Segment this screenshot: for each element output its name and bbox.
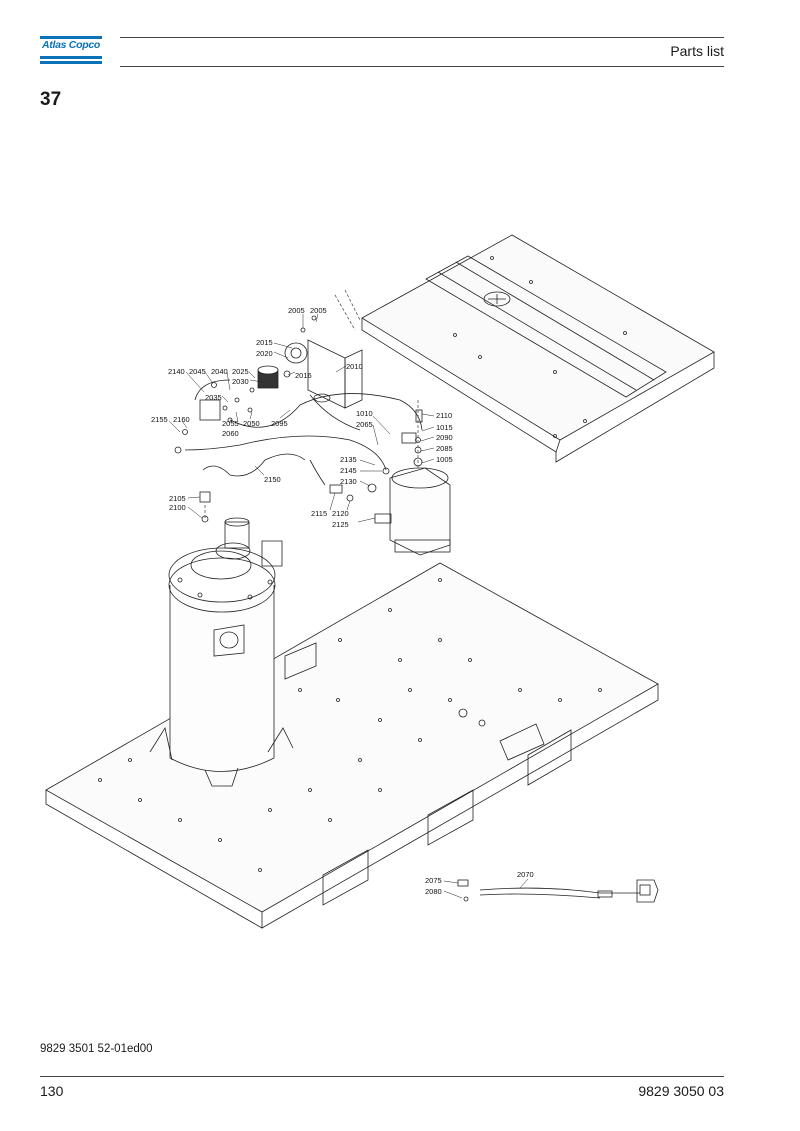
callout-2080: 2080 [425, 887, 442, 896]
header-rule-bottom [120, 66, 724, 67]
cylinder-tank [149, 517, 294, 787]
callout-2050: 2050 [243, 419, 260, 428]
callout-2160: 2160 [173, 415, 190, 424]
callout-2095: 2095 [271, 419, 288, 428]
callout-2115: 2115 [311, 509, 327, 518]
callout-2105: 2105 [169, 494, 186, 503]
callout-2035: 2035 [205, 393, 222, 402]
logo-bar-top [40, 36, 102, 39]
document-number: 9829 3050 03 [638, 1083, 724, 1099]
document-id: 9829 3501 52-01ed00 [40, 1043, 153, 1055]
small-components [174, 289, 659, 903]
callout-2075: 2075 [425, 876, 442, 885]
callout-1010: 1010 [356, 409, 373, 418]
callout-2045: 2045 [189, 367, 206, 376]
callout-2155: 2155 [151, 415, 168, 424]
logo-wordmark: Atlas Copco [42, 39, 100, 51]
header-rule-top [120, 37, 724, 38]
section-number: 37 [40, 89, 62, 110]
callout-2085: 2085 [436, 444, 453, 453]
callout-2030: 2030 [232, 377, 249, 386]
callout-2130: 2130 [340, 477, 357, 486]
callout-2100: 2100 [169, 503, 186, 512]
callout-2065: 2065 [356, 420, 373, 429]
page-number: 130 [40, 1083, 64, 1099]
callout-2025: 2025 [232, 367, 249, 376]
callout-2020: 2020 [256, 349, 273, 358]
callout-1005: 1005 [436, 455, 453, 464]
callout-2090: 2090 [436, 433, 453, 442]
callout-2040: 2040 [211, 367, 228, 376]
logo-bar-bottom-2 [40, 61, 102, 64]
callout-2140: 2140 [168, 367, 185, 376]
page-header-title: Parts list [670, 43, 724, 59]
callout-2135: 2135 [340, 455, 357, 464]
callout-2010: 2010 [346, 362, 363, 371]
top-cover-plate [361, 234, 715, 463]
callout-2070: 2070 [517, 870, 534, 879]
base-frame [45, 562, 659, 929]
callout-2016: 2016 [295, 371, 312, 380]
callout-2060: 2060 [222, 429, 239, 438]
logo-bar-bottom [40, 56, 102, 59]
footer-rule [40, 1076, 724, 1077]
callout-1015: 1015 [436, 423, 453, 432]
callout-2110: 2110 [436, 411, 452, 420]
callout-2015: 2015 [256, 338, 273, 347]
callout-2150: 2150 [264, 475, 281, 484]
callout-2120: 2120 [332, 509, 349, 518]
callout-2005-a: 2005 [288, 306, 305, 315]
callout-2055: 2055 [222, 419, 239, 428]
callout-2125: 2125 [332, 520, 349, 529]
callout-labels: 2005 2005 2015 2020 2010 2016 2140 2045 … [151, 306, 534, 896]
callout-2145: 2145 [340, 466, 357, 475]
leader-lines [168, 313, 529, 899]
callout-2005-b: 2005 [310, 306, 327, 315]
atlas-copco-logo: Atlas Copco [40, 36, 102, 66]
